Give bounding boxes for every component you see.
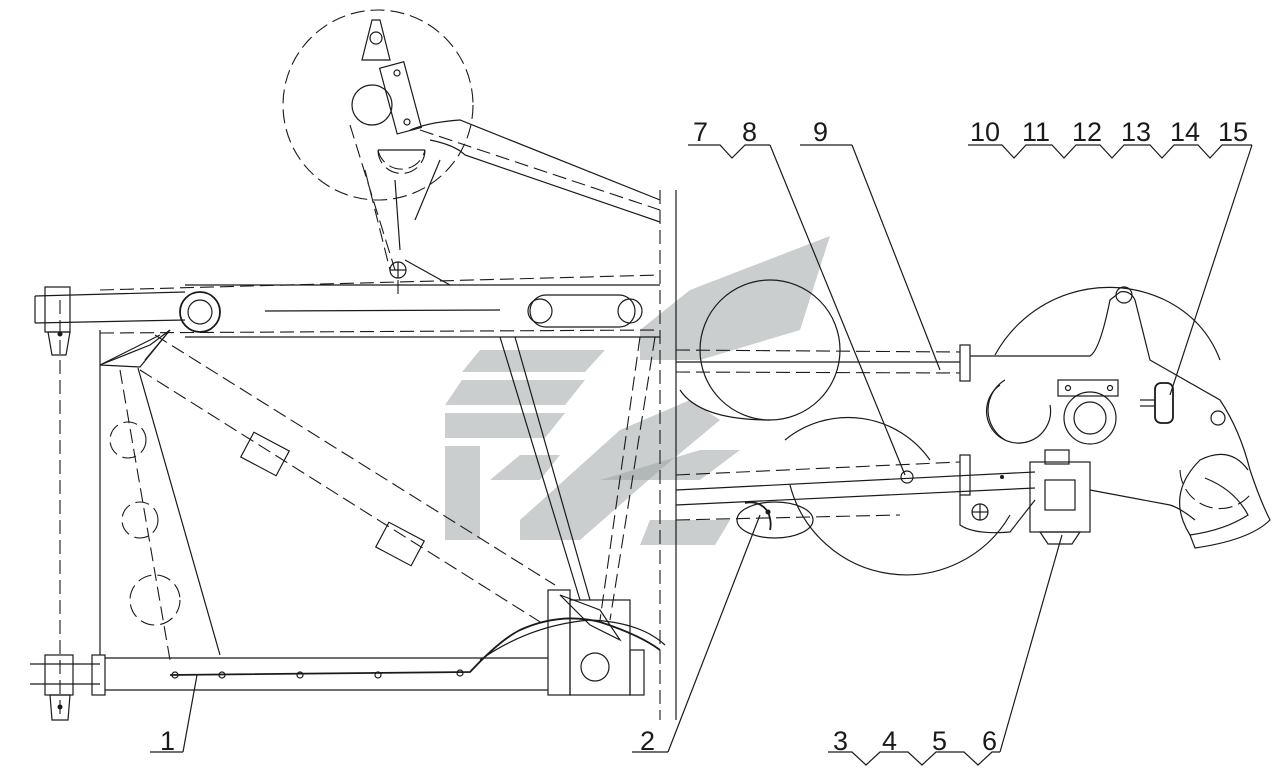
watermark-logo bbox=[445, 236, 830, 545]
callout-15: 15 bbox=[1218, 117, 1248, 147]
callout-12: 12 bbox=[1072, 117, 1102, 147]
upper-pulley-assembly bbox=[282, 9, 661, 300]
callout-11: 11 bbox=[1022, 117, 1050, 147]
callout-13: 13 bbox=[1121, 117, 1151, 147]
leader-lines bbox=[150, 144, 1253, 766]
callout-2: 2 bbox=[640, 726, 655, 756]
callout-1: 1 bbox=[160, 726, 175, 756]
callout-labels: 1 2 3 4 5 6 7 8 9 10 11 12 13 14 15 bbox=[160, 117, 1248, 756]
callout-6: 6 bbox=[982, 726, 997, 756]
callout-3: 3 bbox=[833, 726, 848, 756]
right-assembly bbox=[675, 279, 1271, 576]
callout-7: 7 bbox=[693, 117, 708, 147]
callout-9: 9 bbox=[813, 117, 828, 147]
callout-4: 4 bbox=[882, 726, 897, 756]
callout-10: 10 bbox=[970, 117, 1000, 147]
callout-8: 8 bbox=[742, 117, 757, 147]
callout-5: 5 bbox=[932, 726, 947, 756]
callout-14: 14 bbox=[1170, 117, 1200, 147]
left-frame-assembly bbox=[30, 190, 677, 721]
